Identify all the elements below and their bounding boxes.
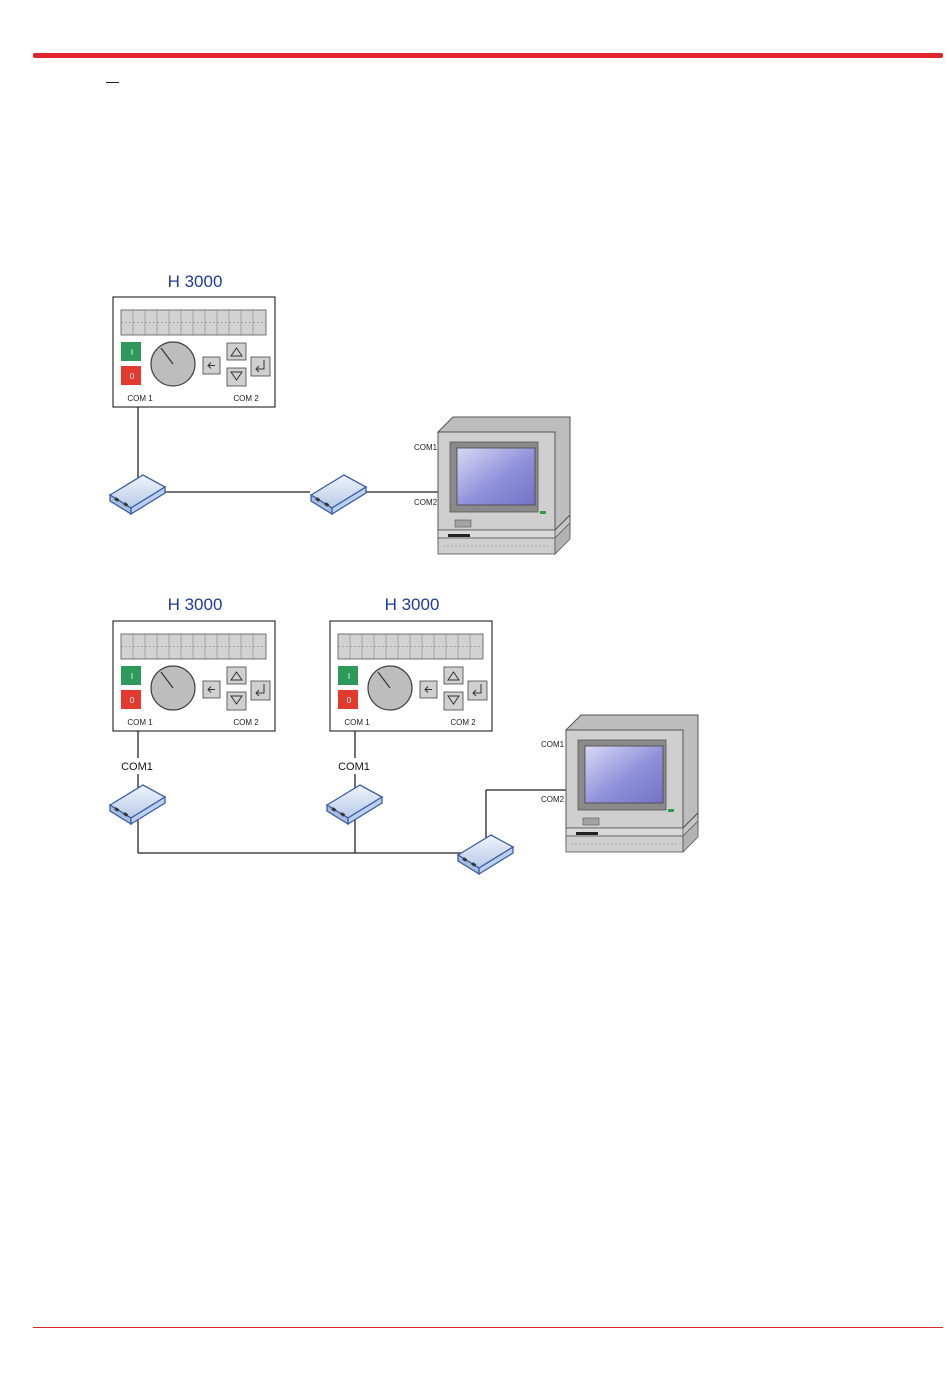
- converter: [327, 785, 382, 824]
- on-button-label: I: [348, 672, 350, 681]
- pc-port-label-com2: COM2: [414, 498, 438, 507]
- controller-title: H 3000: [168, 595, 223, 614]
- port-label-com1: COM 1: [344, 718, 370, 727]
- footer-rule: [33, 1327, 943, 1328]
- on-button-label: I: [131, 672, 133, 681]
- converter: [458, 835, 513, 874]
- port-label-com1: COM 1: [127, 394, 153, 403]
- controller-title: H 3000: [168, 272, 223, 291]
- diagram-1: H 3000 I 0 COM 1 COM 2 COM1 COM2: [110, 272, 570, 554]
- cable-label-com1: COM1: [121, 761, 153, 773]
- cable-lines: [138, 407, 440, 492]
- desktop-computer: [566, 715, 698, 852]
- h3000-controller: I 0 COM 1 COM 2: [113, 621, 275, 731]
- on-button-label: I: [131, 348, 133, 357]
- converter: [311, 475, 366, 514]
- port-label-com1: COM 1: [127, 718, 153, 727]
- converter: [110, 475, 165, 514]
- controller-title: H 3000: [385, 595, 440, 614]
- port-label-com2: COM 2: [450, 718, 476, 727]
- port-label-com2: COM 2: [233, 718, 259, 727]
- pc-port-label-com2: COM2: [541, 795, 565, 804]
- h3000-controller: I 0 COM 1 COM 2: [113, 297, 275, 407]
- pc-port-label-com1: COM1: [414, 443, 438, 452]
- pc-port-label-com1: COM1: [541, 740, 565, 749]
- desktop-computer: [438, 417, 570, 554]
- cable-label-com1: COM1: [338, 761, 370, 773]
- diagram-2: H 3000 H 3000 I 0 COM 1 COM 2 I 0 COM 1 …: [110, 595, 698, 874]
- off-button-label: 0: [130, 696, 135, 705]
- off-button-label: 0: [347, 696, 352, 705]
- h3000-controller: I 0 COM 1 COM 2: [330, 621, 492, 731]
- port-label-com2: COM 2: [233, 394, 259, 403]
- off-button-label: 0: [130, 372, 135, 381]
- converter: [110, 785, 165, 824]
